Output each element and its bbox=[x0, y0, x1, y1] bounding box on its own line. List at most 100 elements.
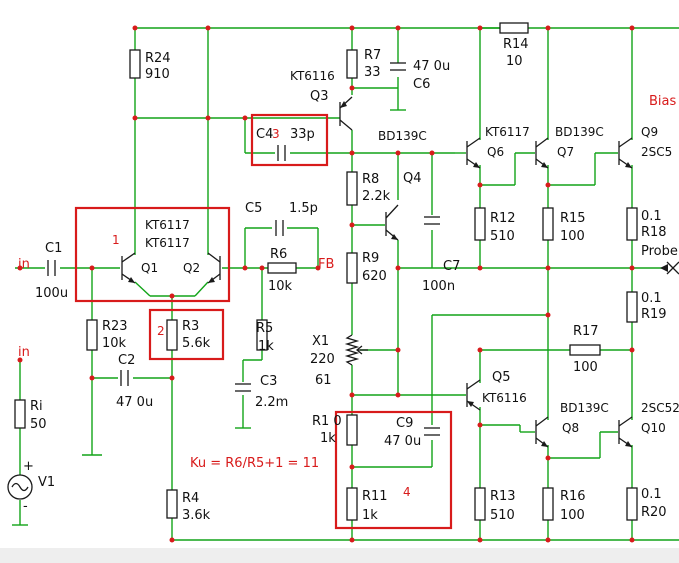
highlight-box-2 bbox=[148, 308, 225, 361]
label-probe: Probe bbox=[641, 244, 678, 259]
resistor-r14 bbox=[499, 22, 529, 34]
highlight-boxes bbox=[74, 113, 453, 530]
resistor-r18 bbox=[626, 207, 638, 241]
label-q10t: 2SC52 bbox=[641, 401, 679, 415]
label-c2v: 47 0u bbox=[116, 395, 153, 410]
resistor-ri bbox=[14, 399, 26, 429]
resistor-r9 bbox=[346, 252, 358, 284]
label-c2: C2 bbox=[118, 353, 135, 368]
label-r4v: 3.6k bbox=[182, 508, 211, 523]
label-r20: R20 bbox=[641, 505, 667, 520]
label-q3: Q3 bbox=[310, 89, 329, 104]
resistor-r16 bbox=[542, 487, 554, 521]
label-c7v: 100n bbox=[422, 279, 455, 294]
label-r8: R8 bbox=[362, 172, 379, 187]
label-q2t: KT6117 bbox=[145, 236, 190, 250]
transistor-q9 bbox=[618, 137, 633, 169]
resistor-r3 bbox=[166, 319, 178, 351]
label-ri: Ri bbox=[30, 399, 43, 414]
label-bd1: BD139C bbox=[378, 129, 427, 143]
window-bottom-bar bbox=[0, 548, 679, 563]
label-q4: Q4 bbox=[403, 171, 422, 186]
label-fb: FB bbox=[318, 257, 334, 272]
label-c4: C4 bbox=[256, 127, 273, 142]
transistor-q5 bbox=[466, 379, 481, 411]
label-q9: Q9 bbox=[641, 125, 658, 139]
capacitors bbox=[47, 62, 440, 436]
label-r19: R19 bbox=[641, 307, 667, 322]
highlight-number-1: 1 bbox=[112, 233, 120, 247]
label-q10: Q10 bbox=[641, 421, 666, 435]
label-r23v: 10k bbox=[102, 336, 127, 351]
label-r18v: 0.1 bbox=[641, 209, 662, 224]
label-c5: C5 bbox=[245, 201, 262, 216]
label-r7: R7 bbox=[364, 48, 381, 63]
label-r24v: 910 bbox=[145, 67, 170, 82]
resistor-r19 bbox=[626, 291, 638, 323]
label-r15v: 100 bbox=[560, 229, 585, 244]
label-q6t: KT6117 bbox=[485, 125, 530, 139]
label-r7v: 33 bbox=[364, 65, 381, 80]
highlight-number-2: 2 bbox=[157, 324, 165, 338]
resistor-r4 bbox=[166, 489, 178, 519]
label-c3v: 2.2m bbox=[255, 395, 288, 410]
highlight-number-4: 4 bbox=[403, 485, 411, 499]
label-r24: R24 bbox=[145, 51, 171, 66]
label-minus: - bbox=[23, 499, 28, 514]
label-r10: R1 0 bbox=[312, 414, 342, 429]
label-r11: R11 bbox=[362, 489, 388, 504]
label-q6: Q6 bbox=[487, 145, 504, 159]
label-v1: V1 bbox=[38, 475, 55, 490]
label-r17v: 100 bbox=[573, 360, 598, 375]
label-r5: R5 bbox=[256, 321, 273, 336]
label-q5: Q5 bbox=[492, 370, 511, 385]
highlight-box-4 bbox=[334, 410, 453, 530]
label-q9t: 2SC5 bbox=[641, 145, 672, 159]
label-r6: R6 bbox=[270, 247, 287, 262]
label-r9: R9 bbox=[362, 251, 379, 266]
label-r14v: 10 bbox=[506, 54, 523, 69]
label-plus: + bbox=[23, 459, 34, 474]
resistor-r13 bbox=[474, 487, 486, 521]
wires bbox=[12, 27, 679, 541]
transistor-q2 bbox=[207, 252, 221, 284]
resistor-r8 bbox=[346, 171, 358, 206]
label-r8v: 2.2k bbox=[362, 189, 391, 204]
label-q3t: KT6116 bbox=[290, 69, 335, 83]
label-c5v: 1.5p bbox=[289, 201, 318, 216]
transistor-q3 bbox=[339, 96, 353, 131]
label-r16: R16 bbox=[560, 489, 586, 504]
highlight-numbers: 1 2 3 4 bbox=[112, 127, 411, 499]
resistor-r24 bbox=[129, 49, 141, 79]
highlight-box-1 bbox=[74, 206, 231, 303]
label-q5t: KT6116 bbox=[482, 391, 527, 405]
resistor-r12 bbox=[474, 207, 486, 241]
label-q2: Q2 bbox=[183, 261, 200, 275]
potentiometer-x1 bbox=[344, 334, 368, 366]
label-r4: R4 bbox=[182, 491, 199, 506]
label-q7: Q7 bbox=[557, 145, 574, 159]
resistor-r17 bbox=[569, 344, 601, 356]
resistor-r6 bbox=[267, 262, 297, 274]
highlight-number-3: 3 bbox=[272, 127, 280, 141]
label-r11v: 1k bbox=[362, 508, 378, 523]
resistors bbox=[14, 22, 638, 521]
label-c3: C3 bbox=[260, 374, 277, 389]
label-bias: Bias bbox=[649, 94, 676, 109]
component-labels: R24 910 R7 33 47 0u C6 R14 10 Bias KT611… bbox=[18, 37, 679, 523]
label-c6v: 47 0u bbox=[413, 59, 450, 74]
label-ku: Ku = R6/R5+1 = 11 bbox=[190, 456, 319, 471]
voltage-source-v1 bbox=[7, 474, 33, 500]
label-r6v: 10k bbox=[268, 279, 293, 294]
probe-marker bbox=[660, 261, 679, 275]
transistor-q6 bbox=[466, 137, 481, 169]
label-c9: C9 bbox=[396, 416, 413, 431]
transistor-q7 bbox=[535, 137, 549, 169]
label-r12v: 510 bbox=[490, 229, 515, 244]
transistor-q4 bbox=[385, 204, 399, 241]
label-q1: Q1 bbox=[141, 261, 158, 275]
resistor-r20 bbox=[626, 487, 638, 521]
label-x1a: 220 bbox=[310, 352, 335, 367]
label-in2: in bbox=[18, 345, 30, 360]
